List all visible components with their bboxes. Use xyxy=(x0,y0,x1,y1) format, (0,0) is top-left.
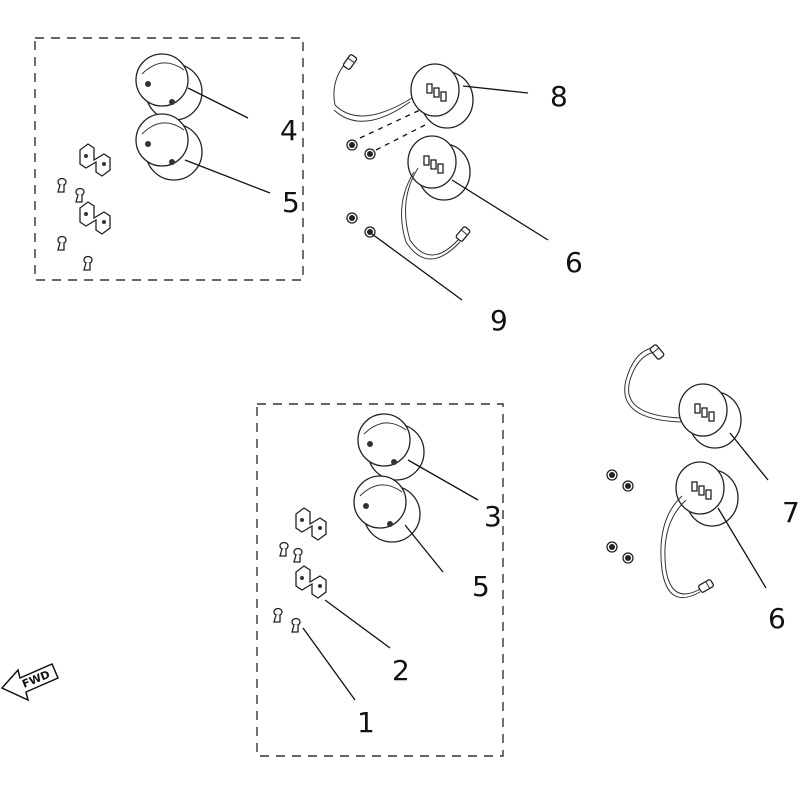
screw xyxy=(279,541,289,557)
label-7: 7 xyxy=(782,496,800,529)
nut xyxy=(606,469,618,481)
nut xyxy=(346,212,358,224)
rear-lamp-part-8 xyxy=(410,63,474,129)
lamp-part-4 xyxy=(135,53,203,121)
label-1: 1 xyxy=(357,706,375,739)
rear-lamp-part-6-lower xyxy=(675,461,739,527)
screw xyxy=(57,177,67,193)
nut xyxy=(622,552,634,564)
wire xyxy=(405,167,459,256)
nut xyxy=(622,480,634,492)
lower-kit-box xyxy=(256,403,504,757)
connector-plug xyxy=(342,53,358,71)
leader-5-lower xyxy=(404,524,444,573)
lamp-part-3 xyxy=(357,413,425,481)
bracket-upper-2 xyxy=(79,201,111,235)
nut xyxy=(606,541,618,553)
label-5-upper: 5 xyxy=(282,186,300,219)
screw xyxy=(293,547,303,563)
connector-plug xyxy=(697,578,715,594)
label-6-upper: 6 xyxy=(565,246,583,279)
wire xyxy=(628,351,681,419)
leader-3 xyxy=(407,459,479,501)
screw xyxy=(75,187,85,203)
wire xyxy=(624,347,683,423)
rear-lamp-part-7 xyxy=(678,383,742,449)
wire xyxy=(333,59,413,117)
leader-9 xyxy=(371,233,463,301)
screw xyxy=(291,617,301,633)
leader-6-upper xyxy=(451,179,549,241)
leader-5-upper xyxy=(184,159,271,194)
wire xyxy=(401,171,461,260)
label-2: 2 xyxy=(392,654,410,687)
label-8: 8 xyxy=(550,80,568,113)
label-5-lower: 5 xyxy=(472,570,490,603)
bracket-lower-2 xyxy=(295,565,327,599)
nut xyxy=(364,148,376,160)
rear-lamp-part-6-upper xyxy=(407,135,471,201)
bracket-lower-1 xyxy=(295,507,327,541)
leader-2 xyxy=(324,599,391,649)
leader-7 xyxy=(729,432,769,481)
label-4: 4 xyxy=(280,114,298,147)
leader-4 xyxy=(187,87,249,119)
label-9: 9 xyxy=(490,304,508,337)
leader-6-lower xyxy=(717,507,767,589)
screw xyxy=(57,235,67,251)
screw xyxy=(273,607,283,623)
label-6-lower: 6 xyxy=(768,602,786,635)
upper-kit-box xyxy=(34,37,304,281)
wire xyxy=(660,495,701,599)
screw xyxy=(83,255,93,271)
connector-plug xyxy=(648,343,666,361)
label-3: 3 xyxy=(484,500,502,533)
lamp-part-5-upper xyxy=(135,113,203,181)
dashed-guide xyxy=(359,109,421,139)
leader-8 xyxy=(462,85,529,94)
bracket-upper-1 xyxy=(79,143,111,177)
wire xyxy=(664,499,703,595)
wire xyxy=(333,101,411,122)
connector-plug xyxy=(454,225,472,243)
fwd-arrow-icon: FWD xyxy=(0,663,59,702)
nut xyxy=(346,139,358,151)
leader-1 xyxy=(302,627,356,701)
